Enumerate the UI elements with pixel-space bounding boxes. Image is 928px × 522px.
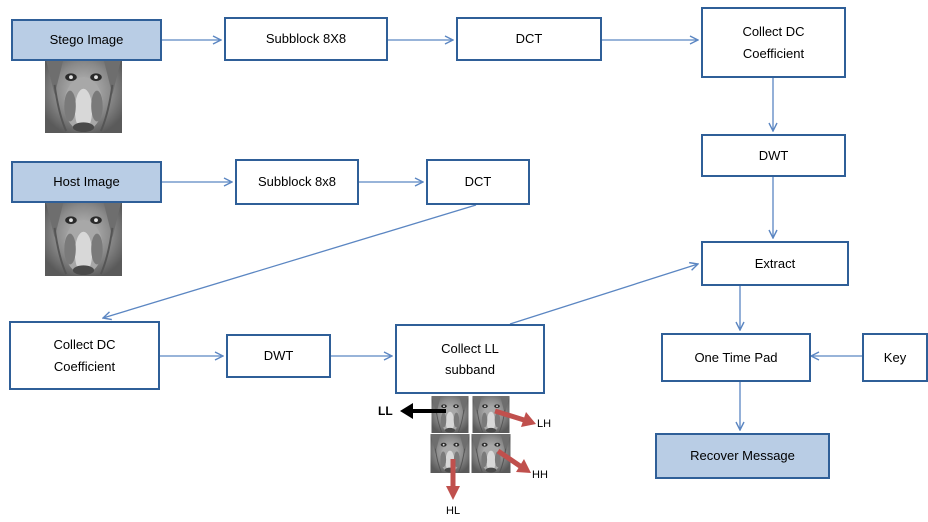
subblock-top-node: Subblock 8X8 bbox=[224, 17, 388, 61]
hl-label: HL bbox=[446, 505, 461, 517]
dwt-right-node: DWT bbox=[701, 134, 846, 177]
one-time-pad-node: One Time Pad bbox=[661, 333, 811, 382]
dwt-right-label: DWT bbox=[758, 147, 789, 163]
dct-top-label: DCT bbox=[515, 31, 543, 47]
ll-arrow bbox=[400, 403, 446, 419]
dct-top-node: DCT bbox=[456, 17, 602, 61]
hh-label: HH bbox=[532, 469, 548, 481]
host-image-thumbnail bbox=[45, 199, 122, 276]
hh-arrow bbox=[496, 448, 531, 473]
collect-ll-label: Collect LL subband bbox=[441, 340, 499, 377]
one-time-pad-label: One Time Pad bbox=[694, 349, 778, 365]
recover-message-label: Recover Message bbox=[690, 448, 795, 464]
lh-arrow bbox=[494, 408, 536, 427]
dct-mid-label: DCT bbox=[464, 174, 492, 190]
stego-image-node: Stego Image bbox=[11, 19, 162, 61]
subblock-mid-label: Subblock 8x8 bbox=[257, 174, 337, 190]
subblock-top-label: Subblock 8X8 bbox=[265, 31, 347, 47]
subband-grid bbox=[430, 396, 511, 473]
stego-image-thumbnail bbox=[45, 55, 122, 134]
collect-ll-node: Collect LL subband bbox=[395, 324, 545, 394]
key-label: Key bbox=[883, 349, 907, 365]
collect-dc-right-label: Collect DC Coefficient bbox=[742, 24, 805, 61]
extract-label: Extract bbox=[754, 255, 796, 271]
dwt-bottom-node: DWT bbox=[226, 334, 331, 378]
extract-node: Extract bbox=[701, 241, 849, 286]
dct-mid-node: DCT bbox=[426, 159, 530, 205]
arrow-collect-ll-to-extract bbox=[509, 264, 698, 325]
key-node: Key bbox=[862, 333, 928, 382]
host-image-node: Host Image bbox=[11, 161, 162, 203]
lh-label: LH bbox=[537, 418, 552, 430]
subblock-mid-node: Subblock 8x8 bbox=[235, 159, 359, 205]
recover-message-node: Recover Message bbox=[655, 433, 830, 479]
collect-dc-right-node: Collect DC Coefficient bbox=[701, 7, 846, 78]
host-image-label: Host Image bbox=[53, 174, 120, 190]
collect-dc-left-node: Collect DC Coefficient bbox=[9, 321, 160, 390]
stego-image-label: Stego Image bbox=[49, 32, 124, 48]
arrow-dct-to-collect-dc-left bbox=[103, 204, 477, 318]
ll-label: LL bbox=[378, 404, 393, 418]
hl-arrow bbox=[446, 459, 460, 500]
collect-dc-left-label: Collect DC Coefficient bbox=[53, 337, 116, 374]
dwt-bottom-label: DWT bbox=[263, 348, 294, 364]
